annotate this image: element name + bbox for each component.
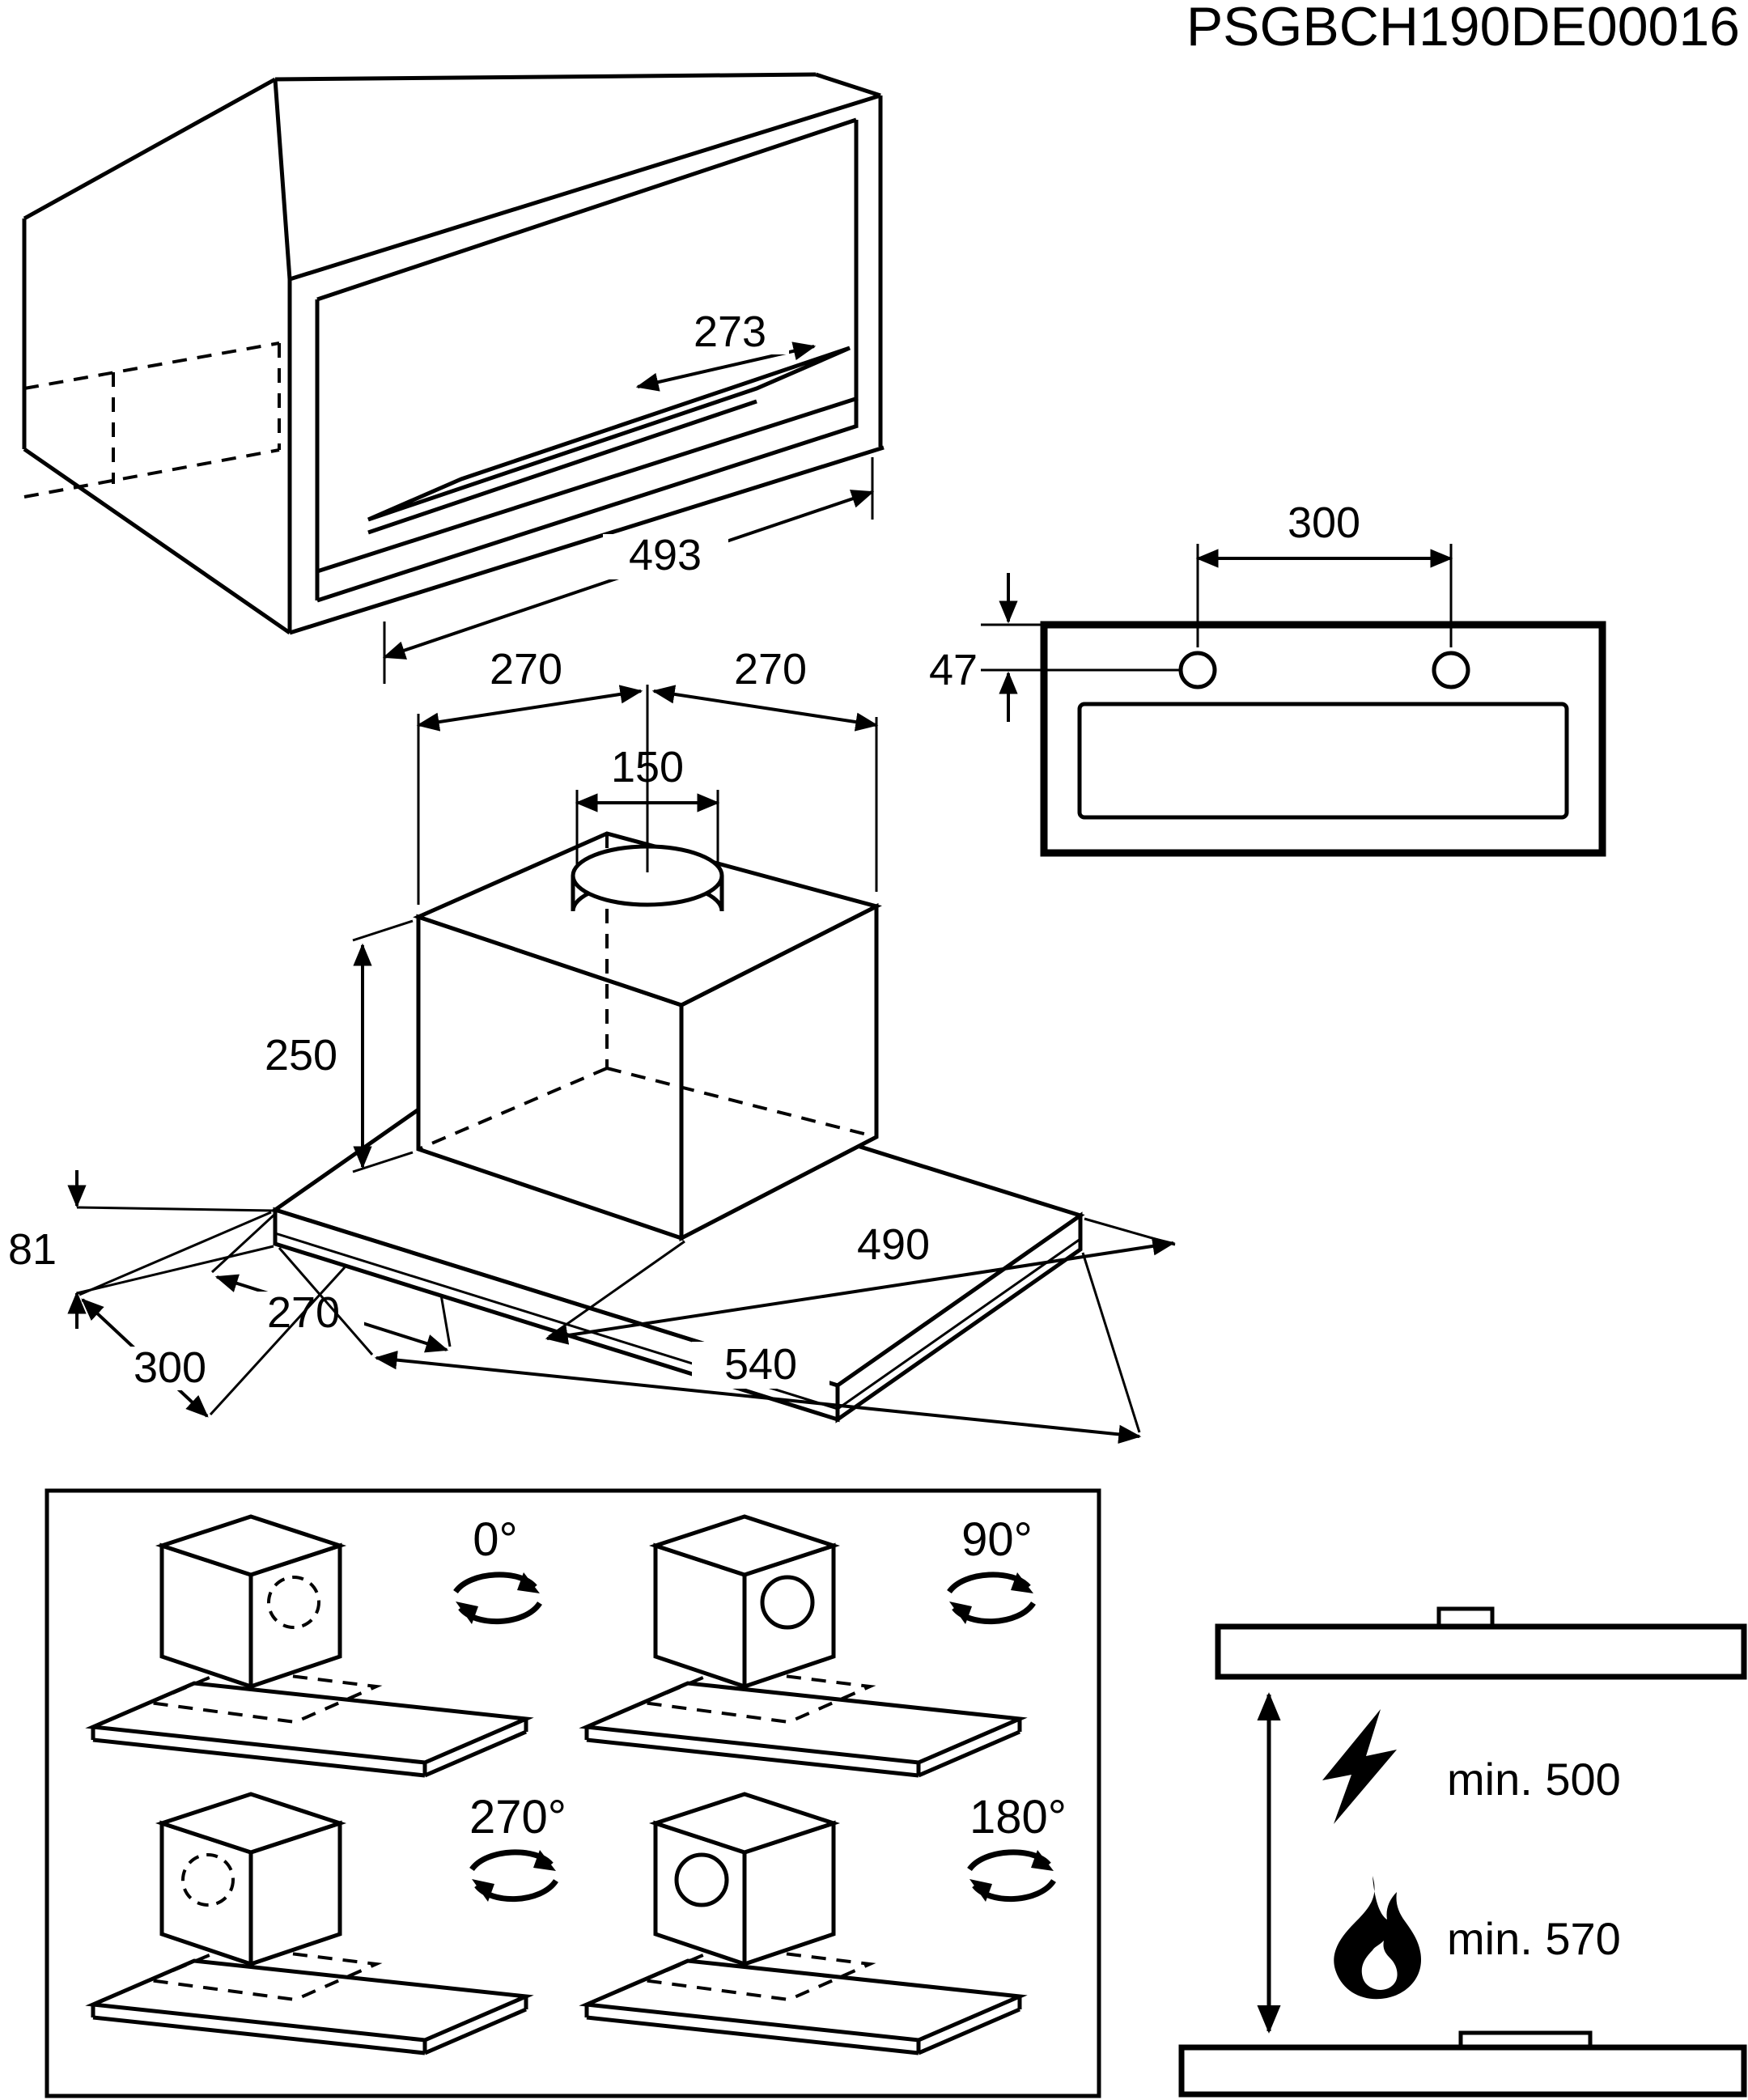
hood-bottom-bar — [1215, 1623, 1747, 1680]
outlet-hole-icon — [760, 1575, 815, 1630]
clearance-diagram: min. 500 min. 570 — [1178, 1606, 1747, 2098]
dim-hole-spacing: 300 — [1195, 498, 1453, 647]
hob-surface-bar — [1178, 2044, 1747, 2098]
rotation-option-180: 180° — [587, 1791, 1067, 2053]
dim-panel-height: 81 — [8, 1170, 274, 1329]
dim-47-label: 47 — [929, 646, 978, 694]
lightning-icon — [1322, 1709, 1397, 1824]
angle-0-label: 0° — [473, 1513, 517, 1566]
dim-panel-depth: 300 — [78, 1211, 346, 1418]
dim-duct-diameter: 150 — [575, 743, 720, 864]
cabinet-outline — [22, 72, 885, 635]
hood-motor-box — [413, 831, 882, 1242]
dim-half-width-right: 270 — [651, 645, 879, 892]
dim-half-width-left: 270 — [416, 645, 643, 905]
flame-icon — [1334, 1876, 1421, 2000]
rotation-option-0: 0° — [93, 1513, 540, 1775]
hood-isometric-view: 270 270 150 250 81 — [8, 645, 1176, 1444]
fixing-hole-right — [1432, 651, 1470, 689]
angle-180-label: 180° — [969, 1791, 1067, 1843]
dim-150-label: 150 — [611, 743, 684, 791]
dim-panel-width: 540 — [278, 1247, 1142, 1444]
hood-top-view: 300 47 — [929, 498, 1606, 857]
outlet-hole-hidden-icon — [267, 1576, 320, 1629]
dim-300-depth-label: 300 — [134, 1343, 206, 1392]
outlet-hole-icon — [674, 1852, 729, 1907]
dim-cutout-width: 493 — [382, 457, 875, 684]
dim-cutout-depth: 273 — [635, 308, 817, 392]
outlet-rotation-panel: 0° 90° 270° 180° — [45, 1488, 1101, 2098]
rotation-option-270: 270° — [93, 1791, 566, 2053]
rotation-option-90: 90° — [587, 1513, 1033, 1775]
dim-body-height: 250 — [265, 919, 414, 1173]
dim-540-label: 540 — [724, 1340, 797, 1389]
cabinet-opening — [315, 117, 859, 603]
outlet-hole-hidden-icon — [181, 1853, 235, 1907]
dim-493-label: 493 — [629, 531, 702, 579]
dim-body-width: 490 — [545, 1217, 1176, 1345]
dim-270-right-label: 270 — [734, 645, 807, 694]
dim-300-top-label: 300 — [1288, 498, 1360, 547]
dim-270-left-label: 270 — [490, 645, 562, 694]
clearance-electric-label: min. 500 — [1447, 1754, 1621, 1805]
angle-270-label: 270° — [469, 1791, 566, 1843]
cabinet-cutout-view: 273 493 — [22, 72, 885, 684]
dim-body-depth: 270 — [210, 1212, 452, 1353]
duct-outlet — [571, 685, 724, 912]
hood-glass-panel — [1077, 702, 1569, 820]
angle-90-label: 90° — [961, 1513, 1033, 1566]
dim-273-label: 273 — [694, 308, 766, 356]
dim-490-label: 490 — [857, 1220, 930, 1269]
hood-body-top — [1040, 621, 1606, 857]
cabinet-hidden-lines — [23, 342, 281, 498]
dim-250-label: 250 — [265, 1031, 337, 1080]
dim-81-label: 81 — [8, 1225, 57, 1274]
dim-hole-offset: 47 — [929, 573, 1181, 722]
drawing-code: PSGBCH190DE00016 — [1186, 0, 1740, 57]
clearance-gas-label: min. 570 — [1447, 1913, 1621, 1964]
